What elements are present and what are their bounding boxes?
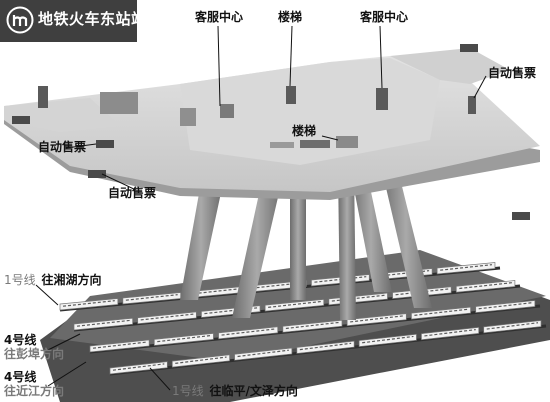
column — [350, 168, 392, 292]
line-name: 1号线 — [172, 384, 204, 398]
deck-top-area — [180, 58, 440, 165]
metro-logo-icon — [6, 6, 34, 34]
service-center-left-block — [220, 104, 234, 118]
train-windows — [76, 319, 130, 327]
label-ticket-left-lower: 自动售票 — [108, 186, 157, 200]
train-windows — [62, 300, 115, 307]
leader-line — [47, 361, 87, 387]
concourse-deck — [4, 44, 540, 220]
column — [180, 188, 222, 300]
label-service-center-left: 客服中心 — [195, 10, 244, 24]
train-windows — [486, 322, 539, 330]
train-windows — [414, 308, 468, 316]
line-direction: 往彭埠方向 — [4, 347, 65, 361]
leader-line — [473, 75, 487, 99]
leader-line — [149, 367, 171, 391]
train-windows — [188, 288, 241, 295]
train-windows — [140, 313, 194, 321]
ticket-machine-left-upper — [96, 140, 114, 148]
station-name: 地铁火车东站站 — [38, 10, 147, 28]
entrance-block — [100, 92, 138, 114]
train-windows — [350, 315, 404, 323]
column — [338, 168, 356, 320]
line-direction: 往近江方向 — [4, 384, 65, 398]
line-name: 1号线 — [4, 273, 36, 287]
train-windows — [221, 328, 275, 336]
train-windows — [251, 282, 304, 289]
leader-line — [35, 284, 59, 306]
leader-line — [321, 135, 339, 141]
wall-block — [180, 108, 196, 126]
label-line1-xianghu: 1号线 往湘湖方向 — [4, 273, 101, 287]
label-line4-pengbu: 4号线 往彭埠方向 — [4, 333, 64, 361]
leader-line — [101, 173, 137, 191]
escalator — [300, 140, 330, 148]
label-ticket-right: 自动售票 — [488, 66, 537, 80]
train-windows — [299, 342, 352, 351]
train-windows — [331, 294, 385, 302]
kiosk-block — [38, 86, 48, 108]
line-direction: 往湘湖方向 — [41, 273, 102, 287]
train-windows — [440, 264, 493, 271]
train-windows — [92, 341, 147, 349]
line-direction: 往临平/文泽方向 — [209, 384, 298, 398]
train-windows — [157, 334, 211, 343]
train-windows — [362, 335, 414, 344]
ticket-machine-right — [468, 96, 476, 114]
station-logo-box: 地铁火车东站站 — [0, 0, 146, 42]
leader-line — [379, 25, 383, 89]
train-windows — [204, 307, 258, 315]
column — [290, 170, 306, 300]
deck-wing-left — [4, 98, 120, 132]
exit-block-bottom — [512, 212, 530, 220]
train-windows — [478, 302, 532, 310]
ticket-machine-left-lower — [88, 170, 106, 178]
train-windows — [112, 363, 165, 371]
gate-line — [270, 142, 294, 148]
leader-lines — [35, 25, 487, 391]
exit-block-left — [12, 116, 30, 124]
line-name: 4号线 — [4, 370, 37, 384]
train-windows — [125, 294, 178, 301]
stair-block — [286, 86, 296, 104]
leader-line — [217, 25, 221, 107]
train-windows — [268, 300, 321, 308]
train-windows — [459, 282, 512, 290]
line-name: 4号线 — [4, 333, 37, 347]
service-center-right-block — [376, 88, 388, 110]
leader-line — [289, 25, 293, 87]
label-stairs-mid: 楼梯 — [292, 124, 317, 138]
train-windows — [175, 356, 227, 364]
train-windows — [285, 321, 340, 330]
support-columns — [180, 162, 432, 320]
train-windows — [424, 329, 476, 337]
label-line4-jinjiang: 4号线 往近江方向 — [4, 370, 64, 398]
label-line1-linping: 1号线 往临平/文泽方向 — [172, 384, 298, 398]
exit-block-right — [460, 44, 478, 52]
leader-line — [65, 143, 97, 149]
leader-line — [47, 333, 81, 351]
label-service-center-right: 客服中心 — [360, 10, 409, 24]
label-ticket-left-upper: 自动售票 — [38, 140, 87, 154]
column — [232, 180, 282, 318]
column — [380, 162, 432, 308]
stair-mid-block — [336, 136, 358, 148]
train-windows — [377, 270, 430, 277]
deck-wing-right — [390, 48, 510, 84]
train-windows — [237, 349, 289, 358]
label-stairs-top: 楼梯 — [278, 10, 303, 24]
